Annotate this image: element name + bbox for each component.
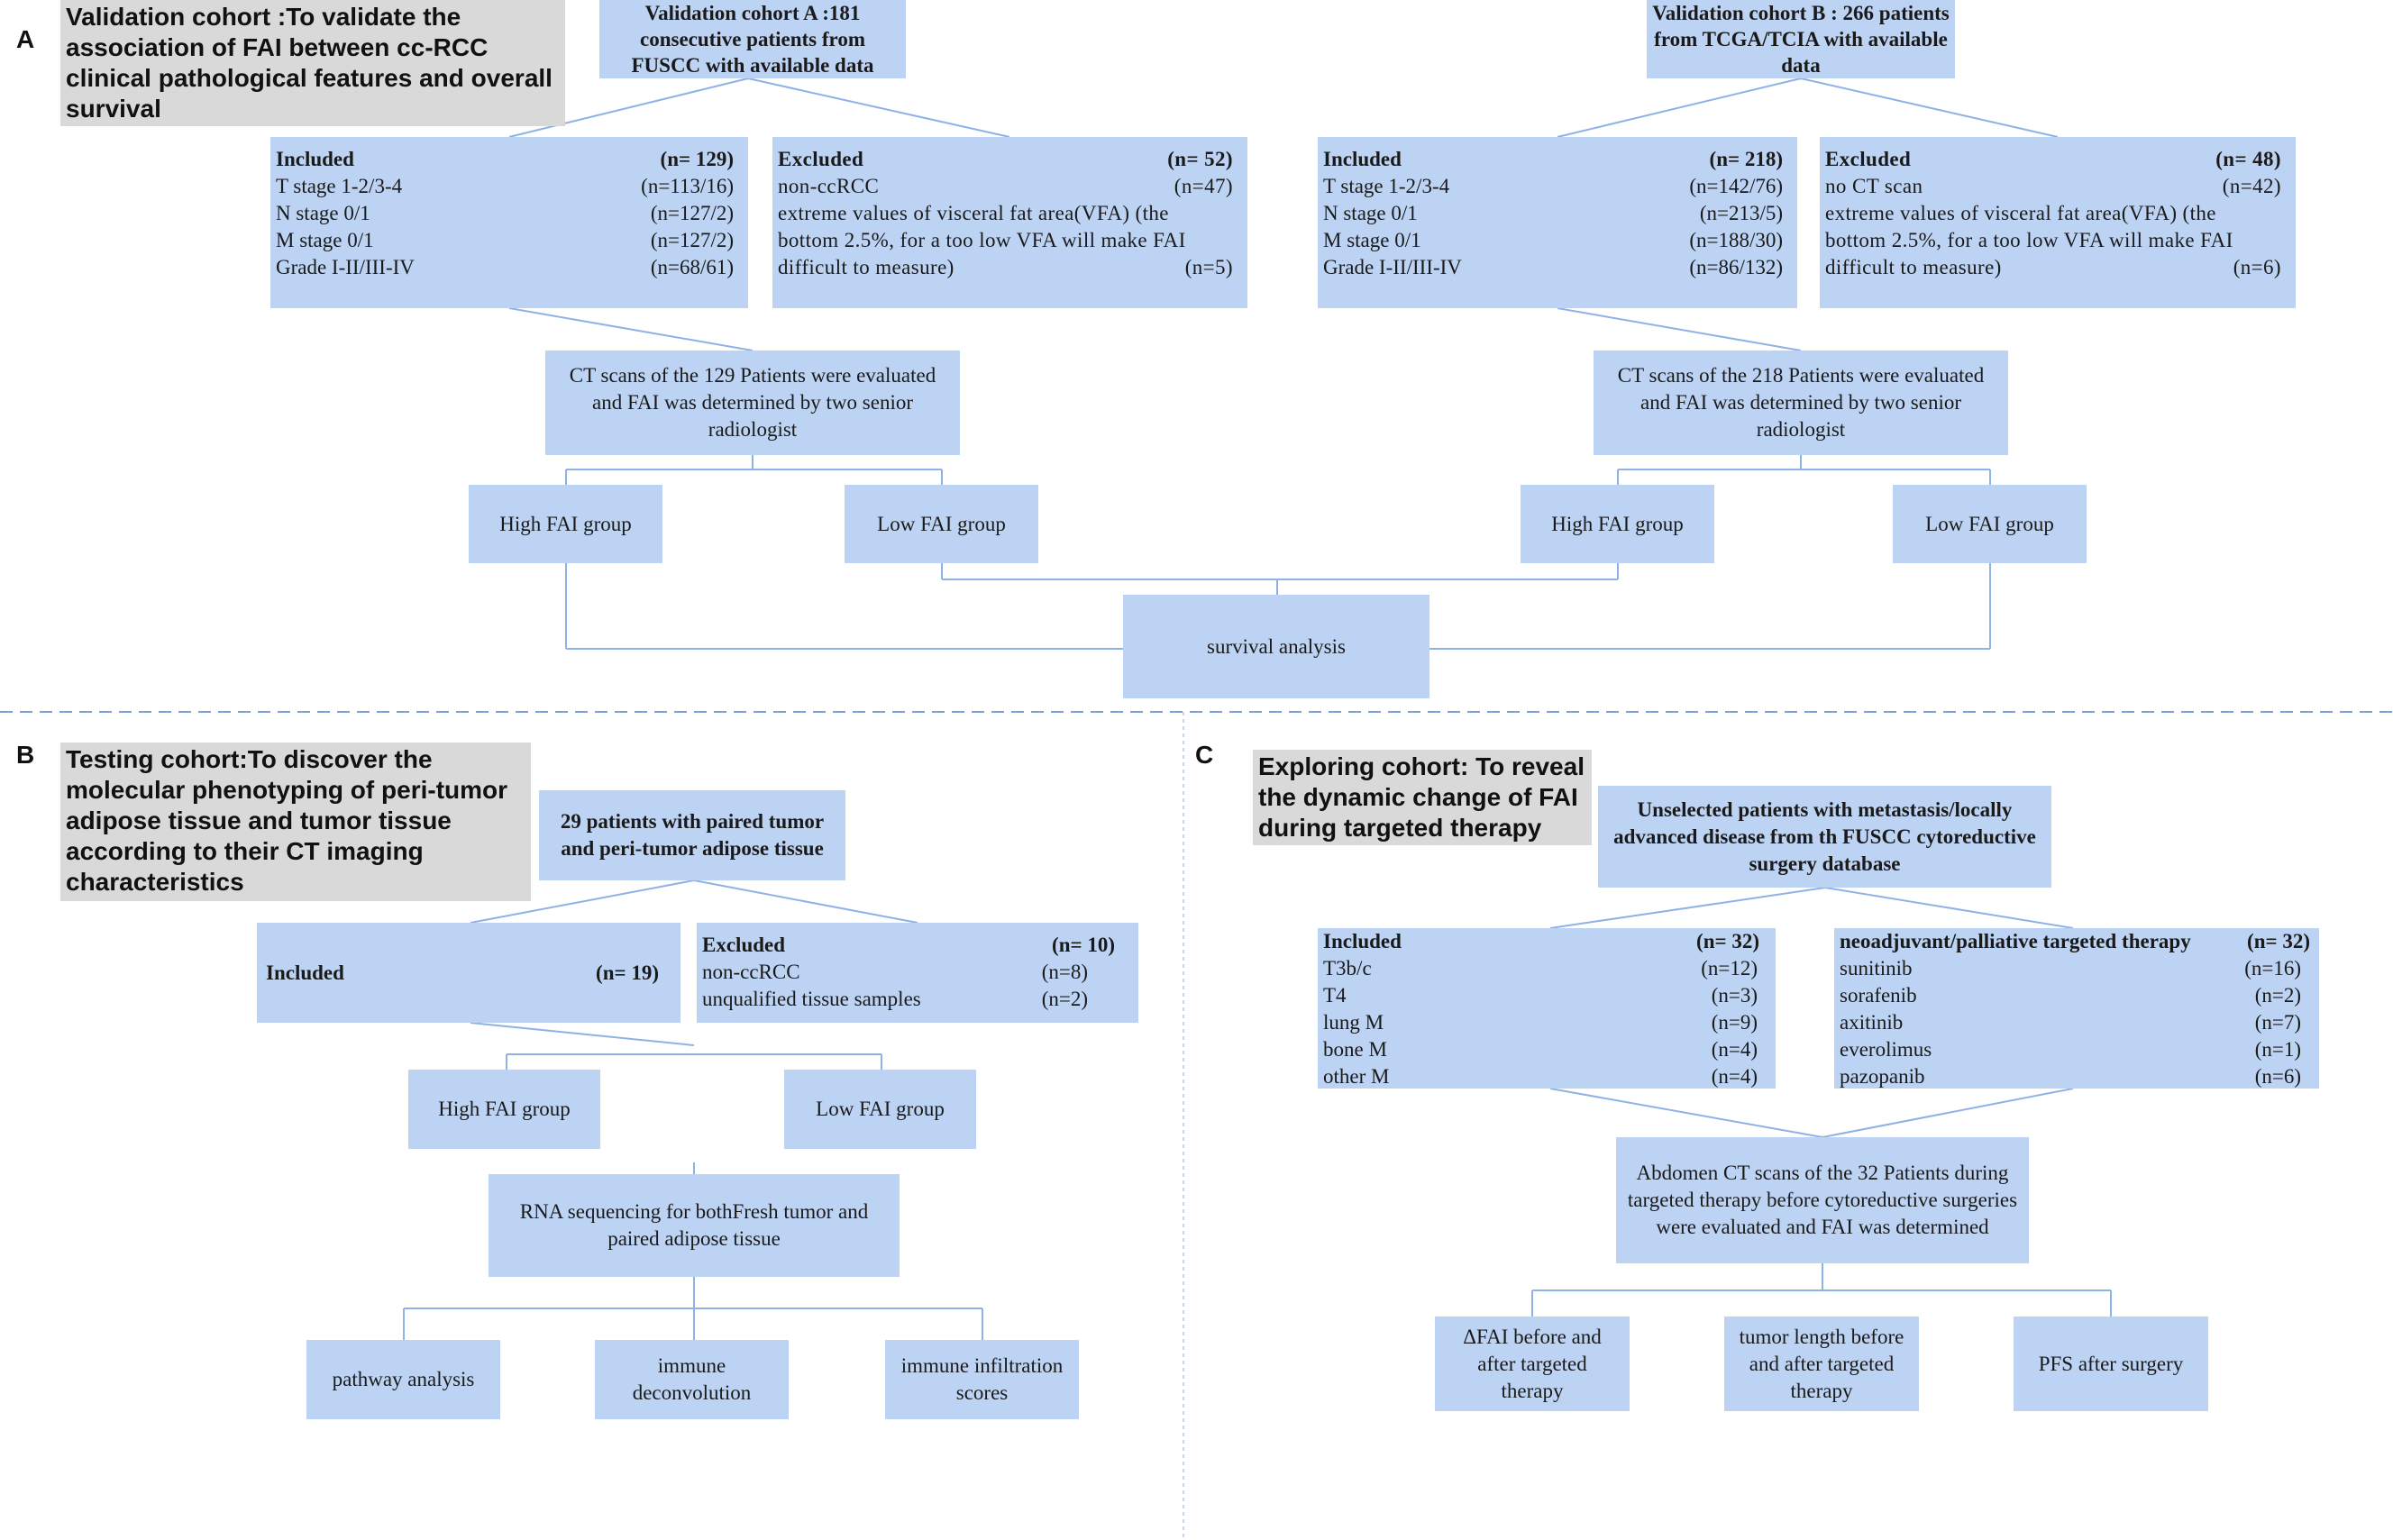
cohort-a-excluded-row: difficult to measure)(n=5) bbox=[778, 256, 1233, 278]
exploring-therapy-box: neoadjuvant/palliative targeted therapy(… bbox=[1834, 928, 2319, 1089]
exploring-included-row: other M(n=4) bbox=[1323, 1065, 1758, 1088]
cohort-b-title-box: Validation cohort B : 266 patients from … bbox=[1647, 0, 1955, 78]
cohort-b-included-row: N stage 0/1(n=213/5) bbox=[1323, 202, 1783, 224]
exploring-therapy-row: axitinib(n=7) bbox=[1840, 1011, 2301, 1034]
immune-infiltration-box: immune infiltration scores bbox=[885, 1340, 1079, 1419]
exploring-top-box: Unselected patients with metastasis/loca… bbox=[1598, 786, 2051, 888]
cohort-a-included-row: M stage 0/1(n=127/2) bbox=[276, 229, 734, 251]
exploring-cohort-heading: Exploring cohort: To reveal the dynamic … bbox=[1253, 750, 1592, 845]
cohort-a-included-box: Included(n= 129) T stage 1-2/3-4(n=113/1… bbox=[270, 137, 748, 308]
cohort-a-excluded-row: non-ccRCC(n=47) bbox=[778, 175, 1233, 197]
cohort-b-included-row: Grade I-II/III-IV(n=86/132) bbox=[1323, 256, 1783, 278]
exploring-included-row: bone M(n=4) bbox=[1323, 1038, 1758, 1061]
testing-included-header: Included(n= 19) bbox=[266, 961, 659, 984]
cohort-a-included-row: Grade I-II/III-IV(n=68/61) bbox=[276, 256, 734, 278]
rna-sequencing-box: RNA sequencing for bothFresh tumor and p… bbox=[489, 1174, 900, 1277]
cohort-a-high-fai-box: High FAI group bbox=[469, 485, 662, 563]
testing-excluded-row: unqualified tissue samples(n=2) bbox=[702, 988, 1088, 1010]
cohort-b-ct-box: CT scans of the 218 Patients were evalua… bbox=[1594, 351, 2008, 455]
cohort-a-included-header: Included(n= 129) bbox=[276, 148, 734, 170]
cohort-a-excluded-line: bottom 2.5%, for a too low VFA will make… bbox=[778, 229, 1186, 251]
cohort-a-ct-box: CT scans of the 129 Patients were evalua… bbox=[545, 351, 960, 455]
cohort-a-excluded-line: extreme values of visceral fat area(VFA)… bbox=[778, 202, 1169, 224]
exploring-therapy-row: sorafenib(n=2) bbox=[1840, 984, 2301, 1007]
cohort-b-included-row: M stage 0/1(n=188/30) bbox=[1323, 229, 1783, 251]
testing-high-fai-box: High FAI group bbox=[408, 1070, 600, 1149]
exploring-included-row: T4(n=3) bbox=[1323, 984, 1758, 1007]
cohort-a-title-box: Validation cohort A :181 consecutive pat… bbox=[599, 0, 906, 78]
exploring-therapy-row: everolimus(n=1) bbox=[1840, 1038, 2301, 1061]
testing-cohort-heading: Testing cohort:To discover the molecular… bbox=[60, 743, 531, 901]
panel-label-b: B bbox=[16, 741, 35, 769]
cohort-b-excluded-header: Excluded(n= 48) bbox=[1825, 148, 2281, 170]
tumor-length-box: tumor length before and after targeted t… bbox=[1724, 1317, 1919, 1411]
testing-excluded-box: Excluded(n= 10) non-ccRCC(n=8) unqualifi… bbox=[697, 923, 1138, 1023]
cohort-a-included-row: N stage 0/1(n=127/2) bbox=[276, 202, 734, 224]
cohort-a-excluded-box: Excluded(n= 52) non-ccRCC(n=47) extreme … bbox=[772, 137, 1247, 308]
exploring-included-row: T3b/c(n=12) bbox=[1323, 957, 1758, 980]
cohort-b-excluded-line: bottom 2.5%, for a too low VFA will make… bbox=[1825, 229, 2233, 251]
exploring-therapy-row: pazopanib(n=6) bbox=[1840, 1065, 2301, 1088]
cohort-b-included-row: T stage 1-2/3-4(n=142/76) bbox=[1323, 175, 1783, 197]
cohort-a-low-fai-box: Low FAI group bbox=[845, 485, 1038, 563]
cohort-b-low-fai-box: Low FAI group bbox=[1893, 485, 2087, 563]
testing-top-box: 29 patients with paired tumor and peri-t… bbox=[539, 790, 845, 880]
testing-excluded-row: non-ccRCC(n=8) bbox=[702, 961, 1088, 983]
cohort-b-included-header: Included(n= 218) bbox=[1323, 148, 1783, 170]
testing-included-box: Included(n= 19) bbox=[257, 923, 680, 1023]
survival-analysis-box: survival analysis bbox=[1123, 595, 1429, 698]
cohort-a-excluded-header: Excluded(n= 52) bbox=[778, 148, 1233, 170]
cohort-b-excluded-box: Excluded(n= 48) no CT scan(n=42) extreme… bbox=[1820, 137, 2296, 308]
testing-excluded-header: Excluded(n= 10) bbox=[702, 934, 1115, 956]
cohort-b-excluded-row: no CT scan(n=42) bbox=[1825, 175, 2281, 197]
cohort-b-high-fai-box: High FAI group bbox=[1521, 485, 1714, 563]
immune-deconvolution-box: immune deconvolution bbox=[595, 1340, 789, 1419]
exploring-therapy-row: sunitinib(n=16) bbox=[1840, 957, 2301, 980]
panel-label-c: C bbox=[1195, 741, 1214, 769]
cohort-b-included-box: Included(n= 218) T stage 1-2/3-4(n=142/7… bbox=[1318, 137, 1797, 308]
cohort-b-excluded-row: difficult to measure)(n=6) bbox=[1825, 256, 2281, 278]
exploring-included-box: Included(n= 32) T3b/c(n=12) T4(n=3) lung… bbox=[1318, 928, 1776, 1089]
testing-low-fai-box: Low FAI group bbox=[784, 1070, 976, 1149]
delta-fai-box: ΔFAI before and after targeted therapy bbox=[1435, 1317, 1630, 1411]
exploring-ct-box: Abdomen CT scans of the 32 Patients duri… bbox=[1616, 1137, 2029, 1263]
exploring-included-row: lung M(n=9) bbox=[1323, 1011, 1758, 1034]
cohort-a-included-row: T stage 1-2/3-4(n=113/16) bbox=[276, 175, 734, 197]
pathway-analysis-box: pathway analysis bbox=[306, 1340, 500, 1419]
exploring-included-header: Included(n= 32) bbox=[1323, 930, 1759, 952]
validation-cohort-heading: Validation cohort :To validate the assoc… bbox=[60, 0, 565, 126]
pfs-after-surgery-box: PFS after surgery bbox=[2014, 1317, 2208, 1411]
exploring-therapy-header: neoadjuvant/palliative targeted therapy(… bbox=[1840, 930, 2310, 952]
cohort-b-excluded-line: extreme values of visceral fat area(VFA)… bbox=[1825, 202, 2216, 224]
panel-label-a: A bbox=[16, 25, 35, 53]
